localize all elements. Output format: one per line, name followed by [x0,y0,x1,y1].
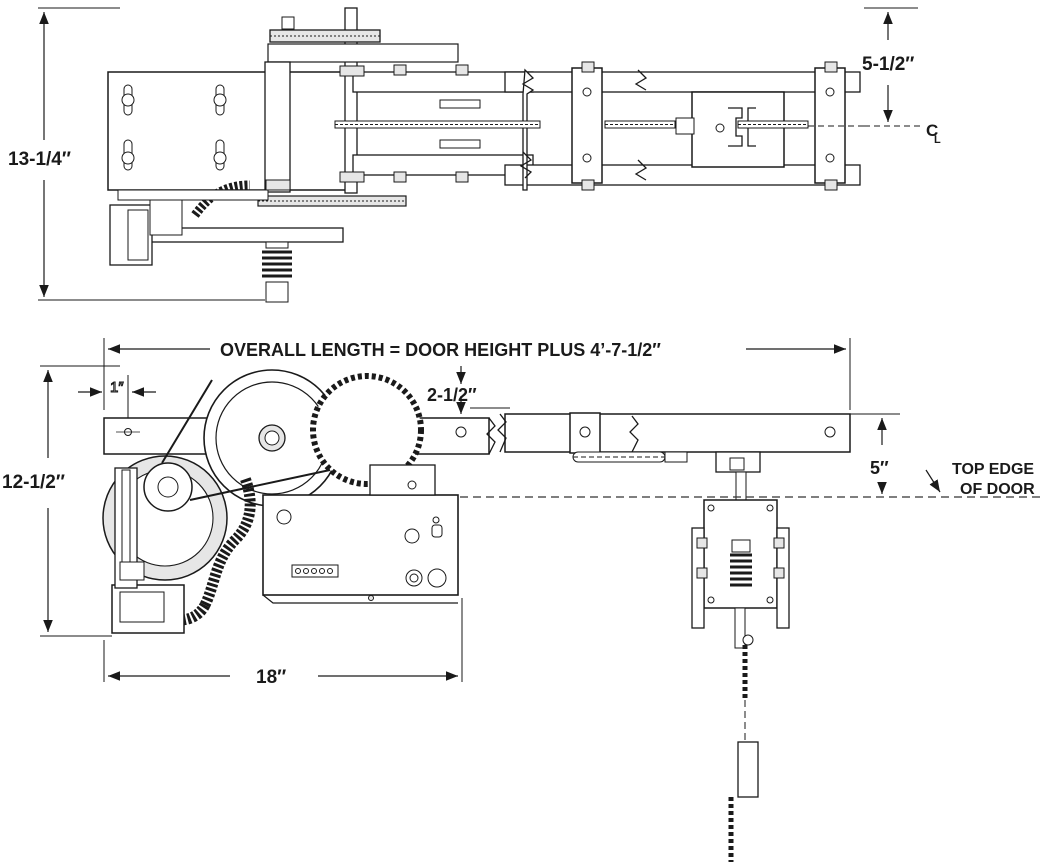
top-bolts [265,61,838,191]
rail-bracket [571,67,603,184]
control-box [262,494,459,596]
door-offset-label: 5″ [870,458,889,478]
rail-drop-label: 2-1/2″ [427,385,477,405]
centerline-symbol: C [926,121,938,140]
pull-chain [728,645,759,862]
side-flex-conduit [199,476,256,608]
top-chain [334,120,809,129]
top-spring [262,241,292,303]
top-view: 13-1/4″ [8,7,941,303]
side-view: OVERALL LENGTH = DOOR HEIGHT PLUS 4’-7-1… [2,338,1045,862]
side-view-height-label: 12-1/2″ [2,472,65,493]
trolley [691,91,785,168]
mounting-plate [107,71,354,191]
bracket-offset-label: 1″ [110,379,124,396]
top-view-height-label: 13-1/4″ [8,149,71,170]
side-chain [572,451,688,463]
top-edge-label-line1: TOP EDGE [952,461,1034,478]
overall-length-label: OVERALL LENGTH = DOOR HEIGHT PLUS 4’-7-1… [220,340,661,360]
mounting-slots [121,84,227,171]
top-view-offset-label: 5-1/2″ [862,54,914,75]
top-edge-label-line2: OF DOOR [960,481,1035,498]
centerline-symbol-sub: L [934,134,941,146]
base-width-label: 18″ [256,667,286,688]
